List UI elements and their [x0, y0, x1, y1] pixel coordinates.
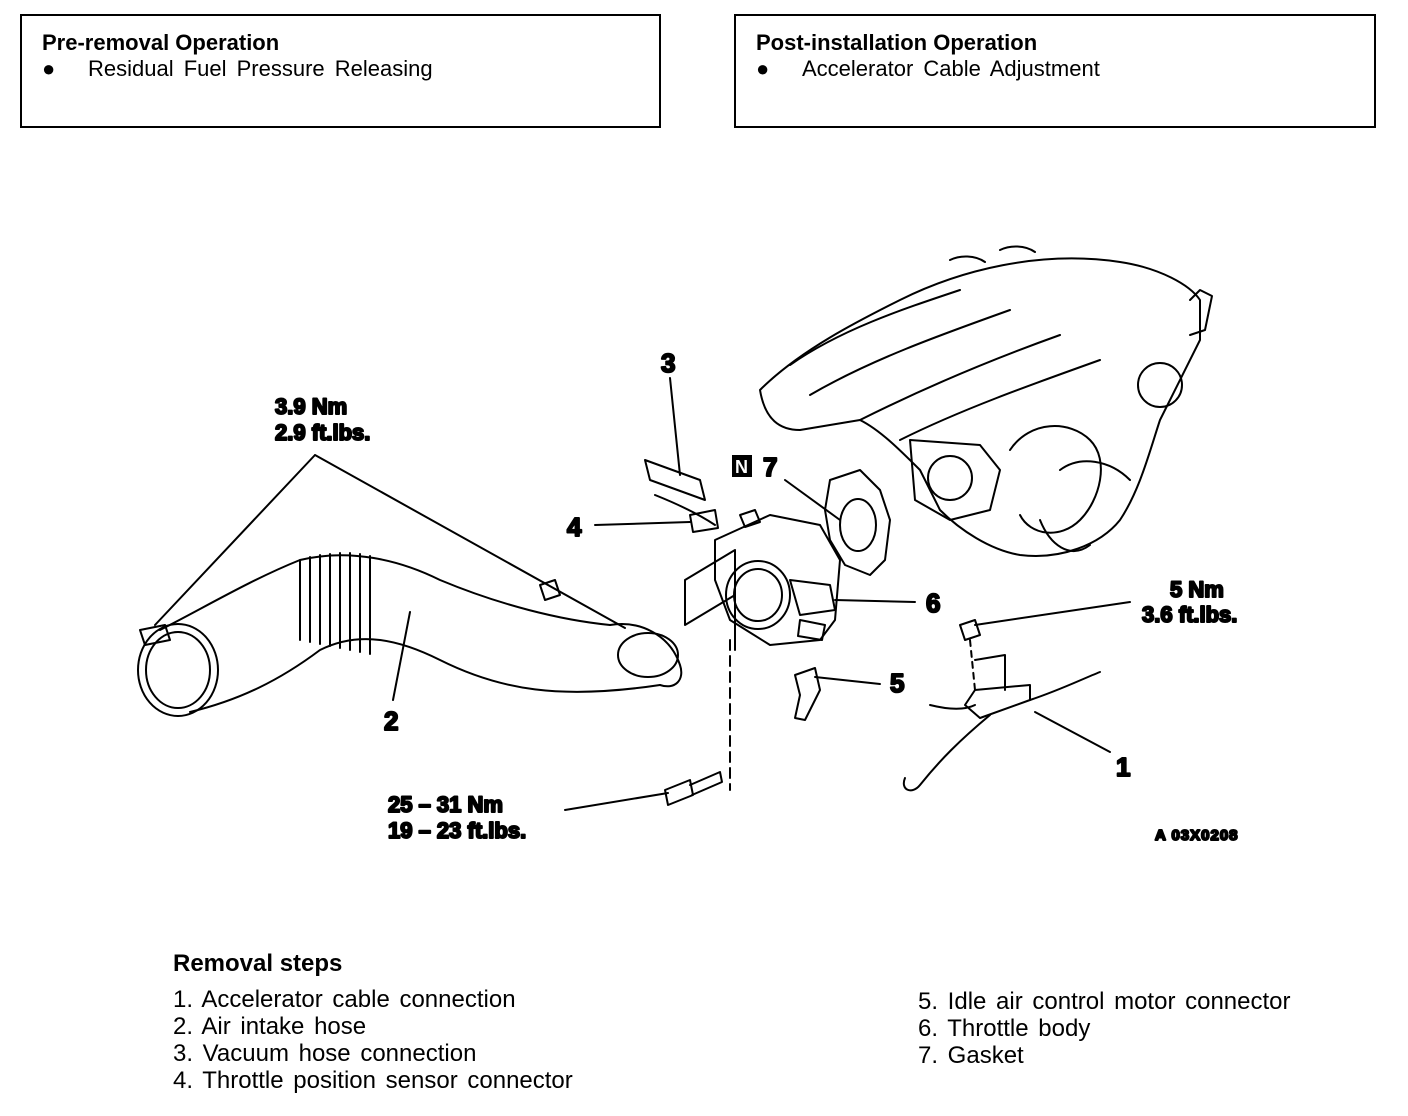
callout-5: 5: [890, 668, 904, 698]
torque-bracket-nm: 5 Nm: [1170, 577, 1224, 602]
removal-step-4: 4. Throttle position sensor connector: [173, 1067, 573, 1094]
callout-7: 7: [763, 452, 777, 482]
torque-hose-clamp-nm: 3.9 Nm: [275, 394, 347, 419]
callout-3: 3: [661, 348, 675, 378]
post-installation-item: ● Accelerator Cable Adjustment: [756, 56, 1100, 82]
removal-steps-title: Removal steps: [173, 950, 343, 977]
removal-steps-right-list: 5. Idle air control motor connector 6. T…: [918, 988, 1291, 1069]
torque-hose-clamp-ftlbs: 2.9 ft.lbs.: [275, 420, 370, 445]
removal-step-6: 6. Throttle body: [918, 1015, 1091, 1042]
bullet-icon: ●: [42, 56, 56, 81]
callout-6: 6: [926, 588, 940, 618]
removal-step-1: 1. Accelerator cable connection: [173, 986, 516, 1013]
pre-removal-title: Pre-removal Operation: [42, 30, 280, 55]
gasket-illustration: [824, 469, 891, 576]
iac-connector-illustration: [794, 667, 821, 721]
figure-code: A 03X0208: [1155, 827, 1239, 844]
post-installation-item-text: Accelerator Cable Adjustment: [802, 56, 1100, 81]
bullet-icon: ●: [756, 56, 770, 81]
post-installation-title: Post-installation Operation: [756, 30, 1038, 55]
throttle-body-illustration: [684, 509, 841, 791]
removal-step-3: 3. Vacuum hose connection: [173, 1040, 477, 1067]
removal-step-2: 2. Air intake hose: [173, 1013, 367, 1040]
accelerator-cable-bracket-illustration: [902, 619, 1101, 792]
callout-1: 1: [1116, 752, 1130, 782]
post-installation-operation-box: Post-installation Operation ● Accelerator…: [734, 14, 1376, 128]
bolt-illustration: [664, 771, 723, 806]
pre-removal-item: ● Residual Fuel Pressure Releasing: [42, 56, 433, 82]
pre-removal-operation-box: Pre-removal Operation ● Residual Fuel Pre…: [20, 14, 661, 128]
removal-step-7: 7. Gasket: [918, 1042, 1024, 1069]
removal-step-5: 5. Idle air control motor connector: [918, 988, 1291, 1015]
torque-bolt-nm: 25 – 31 Nm: [388, 792, 503, 817]
intake-manifold-illustration: [759, 245, 1213, 557]
torque-bolt-ftlbs: 19 – 23 ft.lbs.: [388, 818, 526, 843]
new-part-badge-letter: N: [735, 457, 748, 477]
exploded-view-diagram: 3.9 Nm 2.9 ft.lbs. 25 – 31 Nm 19 – 23 ft…: [137, 245, 1239, 845]
removal-steps-left-list: 1. Accelerator cable connection 2. Air i…: [173, 986, 573, 1094]
vacuum-hose-illustration: [644, 459, 719, 533]
callout-2: 2: [384, 706, 398, 736]
pre-removal-item-text: Residual Fuel Pressure Releasing: [88, 56, 433, 81]
callout-4: 4: [567, 512, 582, 542]
leader-lines: [154, 377, 1131, 811]
air-intake-hose-illustration: [137, 552, 683, 717]
torque-bracket-ftlbs: 3.6 ft.lbs.: [1142, 602, 1237, 627]
new-part-badge-icon: [732, 455, 752, 477]
